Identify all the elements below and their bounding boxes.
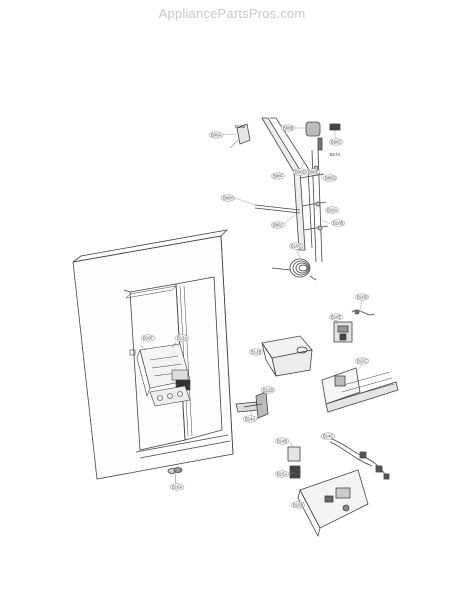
callout-label: B00J (273, 223, 283, 228)
callout-label: B10B (333, 221, 343, 226)
watermark-text: AppliancePartsPros.com (158, 6, 306, 21)
control-module (287, 446, 369, 538)
callout-label: B17A (330, 152, 340, 157)
callout-label: B10F (143, 336, 153, 341)
callout-label: B00E (308, 170, 318, 175)
callout-label: B14C (323, 434, 333, 439)
callout-label: B14B (277, 439, 287, 444)
callout-label: B00G (325, 176, 336, 181)
callout-label: B14A (245, 417, 255, 422)
callout-label: B12D (263, 388, 273, 393)
callout-label: B00B (283, 126, 293, 131)
wire-harness (321, 435, 390, 480)
callout-label: B10A (327, 208, 337, 213)
callout-label: B00H (223, 196, 233, 201)
callout-label: B10E (331, 315, 341, 320)
ice-maker-assembly (129, 343, 191, 407)
callout-label: B12A (177, 336, 187, 341)
switch-assembly (333, 309, 375, 343)
callout-label: B12B (251, 350, 261, 355)
water-tube-assembly (254, 117, 341, 263)
callout-label: B15B (293, 503, 303, 508)
callout-label: B10D (357, 295, 367, 300)
callout-label: B16A (172, 485, 182, 490)
callout-bubbles (140, 124, 370, 509)
callout-label: B10C (291, 244, 301, 249)
water-fitting (167, 467, 183, 485)
callout-labels: B00A B00B B00C B00D B00E B00F B00G B00H … (143, 124, 367, 508)
callout-label: B00A (211, 133, 221, 138)
dispenser-housing (261, 335, 313, 377)
callout-label: B00C (331, 140, 341, 145)
callout-label: B16B (235, 124, 245, 129)
callout-label: B15A (277, 472, 287, 477)
tube-clip-upper (229, 123, 251, 149)
callout-label: B00D (295, 170, 305, 175)
bracket-parts (235, 391, 269, 419)
callout-label: B12C (357, 359, 367, 364)
callout-label: B00F (273, 174, 283, 179)
coiled-water-tube (271, 258, 317, 281)
cover-grille (321, 367, 399, 413)
